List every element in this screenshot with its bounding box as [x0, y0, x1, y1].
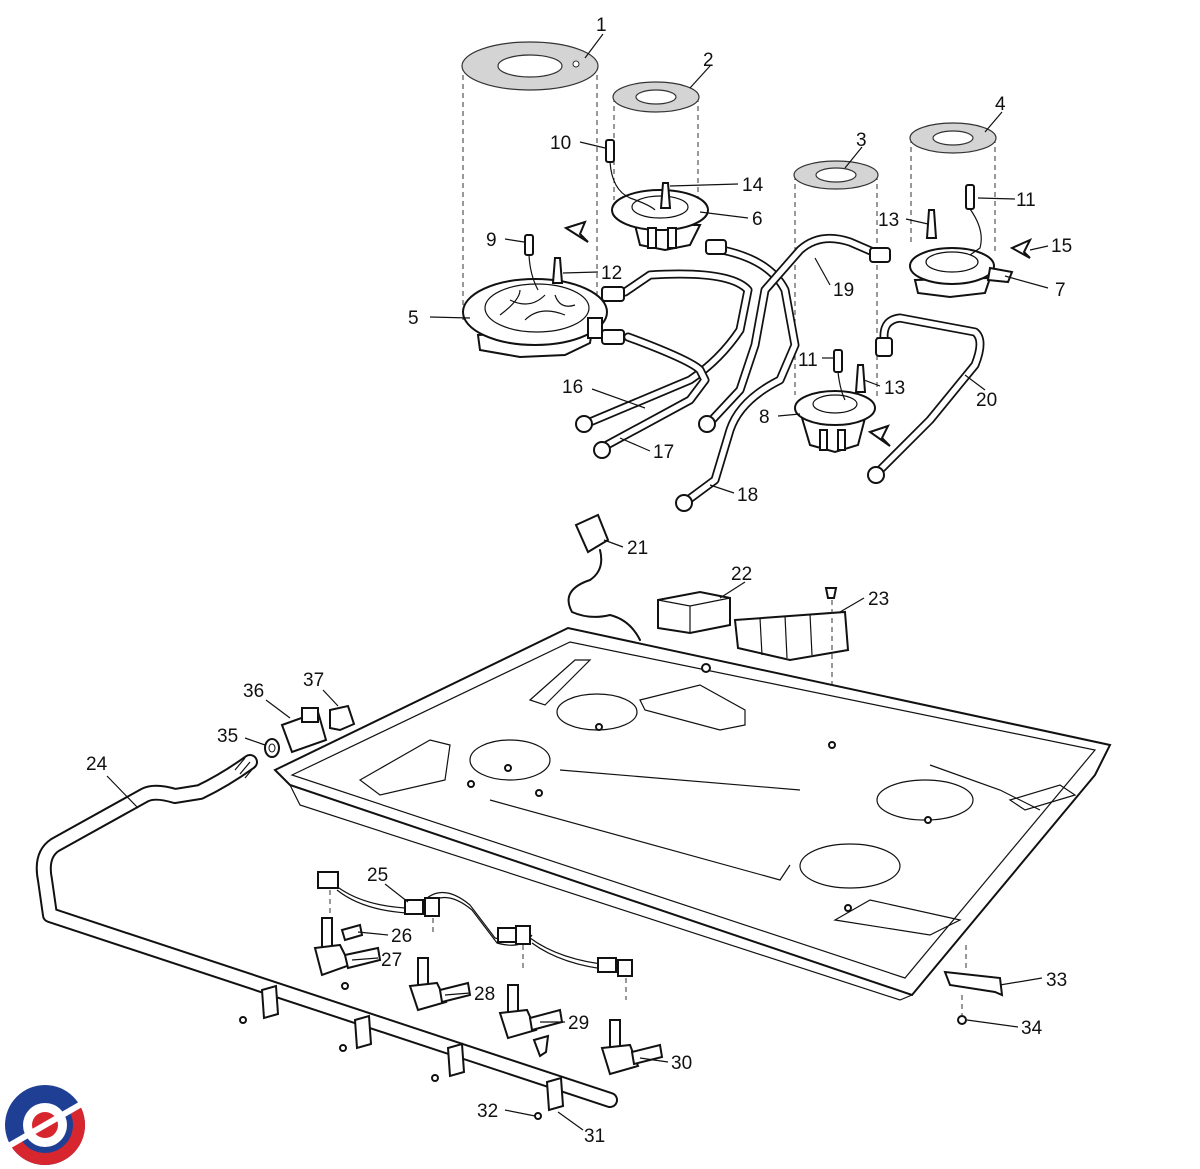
power-lead-21 [567, 513, 641, 641]
electrode-13b [854, 364, 867, 393]
clip-lower-right [867, 424, 891, 447]
part-22-box [657, 590, 731, 635]
gasket-3 [793, 160, 879, 400]
label-13b: 13 [884, 378, 905, 399]
clip-upper-left [563, 220, 589, 243]
label-36: 36 [243, 681, 264, 702]
label-32: 32 [477, 1101, 498, 1122]
regulator-36 [280, 707, 328, 754]
label-17: 17 [653, 442, 674, 463]
label-15: 15 [1051, 236, 1072, 257]
part-labels: 1 2 3 4 5 6 7 8 9 10 11 11 12 13 13 14 1… [86, 15, 1072, 1147]
electrode-12 [551, 257, 564, 284]
electrode-13a [925, 209, 938, 239]
electrode-11b [833, 349, 846, 401]
label-35: 35 [217, 726, 238, 747]
gasket-1 [461, 41, 599, 320]
label-8: 8 [759, 407, 770, 428]
label-3: 3 [856, 130, 867, 151]
burner-5 [462, 278, 608, 359]
electrode-11a [965, 184, 982, 256]
burner-8 [794, 390, 876, 454]
label-29: 29 [568, 1013, 589, 1034]
clip-15 [1009, 237, 1033, 259]
gas-tap-29 [498, 984, 564, 1040]
tap-screw-26 [340, 923, 364, 942]
burner-7 [909, 247, 1014, 299]
label-6: 6 [752, 209, 763, 230]
label-21: 21 [627, 538, 648, 559]
label-33: 33 [1046, 970, 1067, 991]
label-7: 7 [1055, 280, 1066, 301]
ignition-harness-25 [317, 871, 633, 1000]
label-30: 30 [671, 1053, 692, 1074]
label-10: 10 [550, 133, 571, 154]
label-18: 18 [737, 485, 758, 506]
brand-logo [5, 1085, 85, 1165]
label-23: 23 [868, 589, 889, 610]
label-22: 22 [731, 564, 752, 585]
gas-tap-27 [313, 917, 382, 977]
label-2: 2 [703, 50, 714, 71]
label-11b: 11 [798, 350, 818, 371]
washer-35 [264, 738, 280, 758]
label-14: 14 [742, 175, 764, 196]
label-11a: 11 [1016, 190, 1036, 211]
label-37: 37 [303, 670, 324, 691]
elbow-37 [329, 704, 356, 732]
hob-tray [273, 626, 1112, 1001]
electrode-14 [659, 182, 672, 209]
label-34: 34 [1021, 1018, 1043, 1039]
label-20: 20 [976, 390, 997, 411]
label-9: 9 [486, 230, 497, 251]
label-24: 24 [86, 754, 108, 775]
gasket-4 [909, 122, 997, 255]
gas-tap-30 [600, 1019, 664, 1076]
label-1: 1 [596, 15, 607, 36]
label-16: 16 [562, 377, 583, 398]
label-13a: 13 [878, 210, 899, 231]
electrode-10 [605, 139, 656, 211]
label-31: 31 [584, 1126, 605, 1147]
leader-lines [106, 33, 1049, 1131]
label-19: 19 [833, 280, 854, 301]
electrode-9 [524, 234, 539, 291]
rail-clamps [260, 984, 565, 1112]
label-12: 12 [601, 263, 622, 284]
label-27: 27 [381, 950, 402, 971]
label-26: 26 [391, 926, 412, 947]
gas-rail-24 [35, 754, 618, 1108]
screw-34 [957, 1015, 967, 1025]
label-25: 25 [367, 865, 388, 886]
burner-6 [611, 189, 709, 252]
label-4: 4 [995, 94, 1006, 115]
label-28: 28 [474, 984, 495, 1005]
label-5: 5 [408, 308, 419, 329]
gas-tap-28 [408, 957, 472, 1012]
gas-pipes-upper [575, 233, 985, 512]
bracket-33 [943, 945, 1004, 1015]
small-screws [239, 982, 542, 1120]
